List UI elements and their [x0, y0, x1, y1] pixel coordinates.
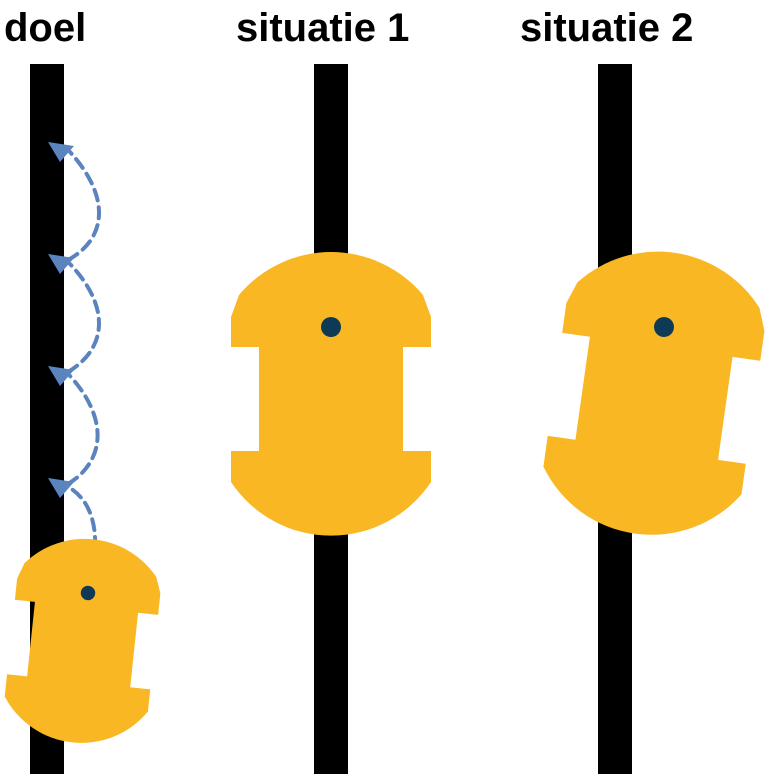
arrow-head-icon — [48, 254, 74, 274]
arrow-head-icon — [48, 478, 74, 498]
path-arrow-segment-4 — [66, 150, 101, 262]
path-arrows — [66, 150, 101, 550]
label-situation-2: situatie 2 — [520, 6, 694, 50]
sensor-dot — [654, 317, 674, 337]
path-arrow-segment-3 — [66, 262, 101, 374]
situation-2-column — [535, 64, 768, 774]
label-goal: doel — [4, 6, 87, 50]
sensor-dot — [80, 585, 96, 601]
sensor-dot — [321, 317, 341, 337]
robot-goal — [0, 531, 166, 750]
arrow-heads — [48, 142, 74, 498]
label-situation-1: situatie 1 — [236, 6, 410, 50]
robot-situation-1 — [231, 252, 431, 536]
robot-situation-2 — [535, 238, 768, 548]
arrow-head-icon — [48, 366, 74, 386]
arrow-head-icon — [48, 142, 74, 162]
path-arrow-segment-2 — [66, 374, 100, 486]
goal-column — [0, 64, 166, 774]
situation-1-column — [231, 64, 431, 774]
